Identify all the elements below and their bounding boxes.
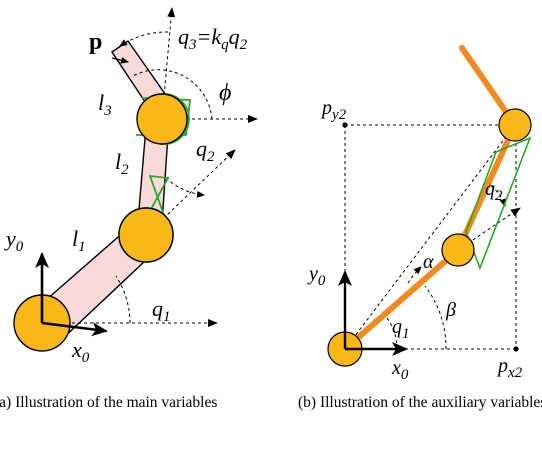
caption-a: (a) Illustration of the main variables (0, 394, 218, 411)
q1-arc (115, 275, 131, 324)
spring-b (465, 136, 532, 271)
label-y0: y0 (4, 226, 24, 255)
label-beta: β (445, 299, 456, 321)
alpha-arc (407, 266, 422, 284)
phi-arc (132, 69, 213, 120)
caption-b: (b) Illustration of the auxiliary variab… (298, 394, 542, 411)
q2-arc (165, 177, 205, 198)
label-alpha: α (423, 251, 434, 273)
panel-a: p q3=kqq2 ϕ q2 q1 l1 l2 l3 y0 x0 (4, 7, 258, 366)
label-py2: py2 (320, 97, 347, 123)
label-phi: ϕ (219, 80, 231, 106)
diagonal-line (344, 124, 516, 350)
px2-point (513, 346, 519, 352)
py2-point (342, 122, 348, 128)
orange-link-1 (342, 247, 461, 352)
label-q1-b: q1 (392, 316, 410, 342)
label-q2-b: q2 (485, 178, 503, 204)
label-px2: px2 (496, 355, 523, 381)
panel-b: py2 px2 q2 q1 α β y0 x0 (307, 45, 532, 383)
p-arrow (111, 56, 129, 64)
label-y0-b: y0 (307, 263, 326, 289)
beta-arc (424, 285, 447, 350)
q3-arc (119, 31, 169, 47)
label-p: p (89, 29, 102, 55)
joint-2-b (441, 233, 475, 267)
q2-arc-b (490, 185, 507, 207)
x0-axis-arrow (41, 321, 108, 337)
label-q2: q2 (196, 136, 215, 165)
label-l2: l2 (115, 149, 129, 178)
label-q1: q1 (152, 296, 171, 325)
label-q3-equation: q3=kqq2 (178, 24, 248, 53)
label-x0-b: x0 (391, 357, 409, 383)
label-l1: l1 (72, 226, 86, 255)
joint-3-b (498, 108, 532, 142)
joint-3 (136, 93, 188, 145)
label-l3: l3 (98, 90, 112, 119)
label-x0: x0 (71, 337, 90, 366)
joint-2 (118, 207, 174, 263)
